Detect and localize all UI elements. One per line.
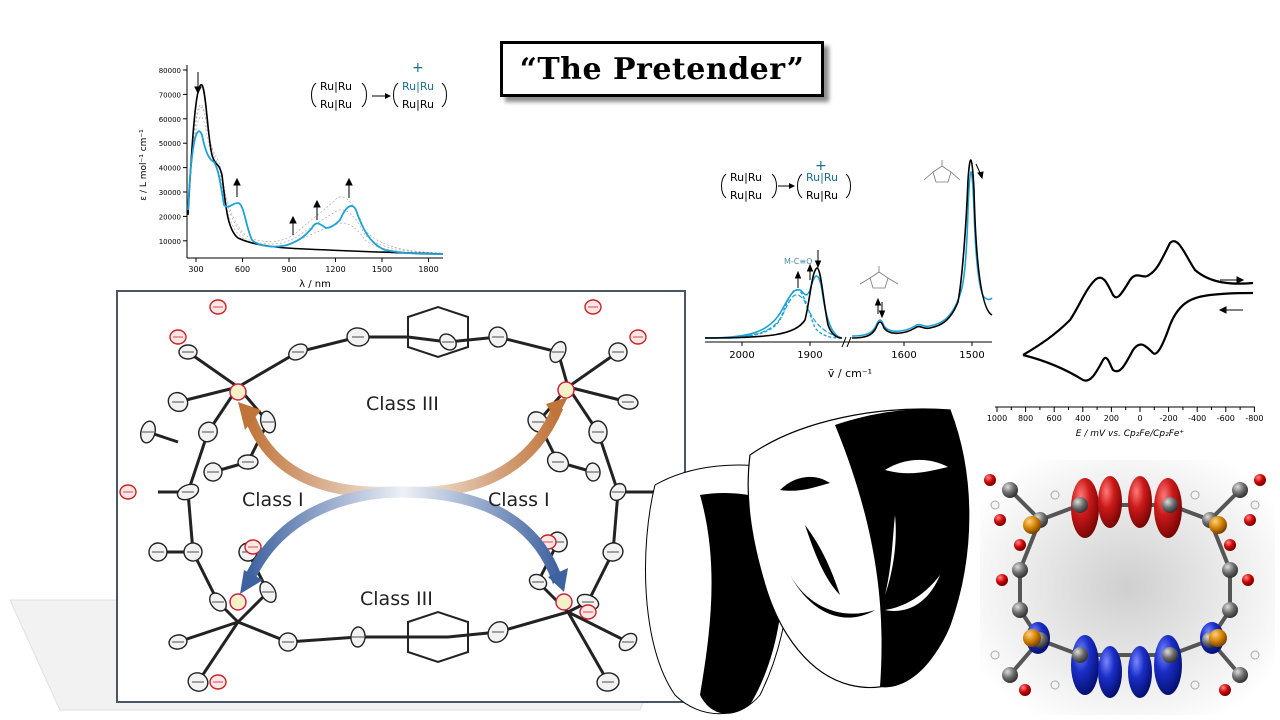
cv-lower-trace (1022, 291, 1254, 382)
uvvis-arrows (194, 72, 353, 235)
class-arrow-top (242, 404, 564, 498)
cv-x-ticks: 1000 800 600 400 200 0 -200 -400 -600 -800 (987, 407, 1263, 423)
class-arrow-top-head-left (238, 402, 261, 430)
ir-x-tick-label: 1600 (891, 350, 916, 361)
ir-left-arrows (794, 250, 822, 288)
cv-scan-arrows (1218, 276, 1245, 314)
cv-x-tick-label: 1000 (987, 414, 1007, 423)
scheme-charge: + (412, 60, 424, 76)
ruthenium-atoms (229, 381, 575, 611)
uvvis-y-tick-label: 30000 (159, 189, 181, 197)
uvvis-y-tick-label: 50000 (159, 140, 181, 148)
uvvis-x-tick-label: 1500 (372, 265, 392, 274)
cv-x-tick-label: -400 (1188, 414, 1206, 423)
ir-molecule-sketches (859, 160, 961, 289)
uvvis-x-tick-label: 300 (188, 265, 203, 274)
class-arrow-bottom (242, 486, 564, 585)
uvvis-x-tick-label: 1200 (325, 265, 345, 274)
class-arrow-top-head-right (546, 397, 568, 420)
crystal-atoms (119, 299, 682, 692)
scheme-oxidized-top: Ru|Ru (402, 80, 434, 93)
uvvis-x-tick-label: 900 (281, 265, 296, 274)
cv-x-tick-label: -600 (1217, 414, 1235, 423)
uvvis-xlabel: λ / nm (299, 279, 331, 290)
scheme-oxidized-bottom: Ru|Ru (402, 98, 434, 111)
class-label-bottom: Class III (360, 588, 433, 610)
orbital-atoms (984, 474, 1266, 696)
cv-x-tick-label: 800 (1018, 414, 1033, 423)
crystal-structure-drawing: Class III Class I Class I Class III (119, 299, 682, 692)
front-mask-dark-features (885, 459, 948, 611)
cv-chart: 1000 800 600 400 200 0 -200 -400 -600 -800 E / mV… (987, 240, 1263, 439)
class-arrow-bottom-head-right (548, 568, 568, 592)
crystal-bonds (147, 335, 673, 683)
ir-xlabel: ṽ / cm⁻¹ (828, 367, 872, 380)
uvvis-y-tick-label: 40000 (159, 165, 181, 173)
scheme-unit-bottom: Ru|Ru (320, 98, 352, 111)
ir-x-tick-label: 1900 (797, 350, 822, 361)
uvvis-y-tick-label: 70000 (159, 91, 181, 99)
uvvis-neutral-curve (187, 84, 444, 255)
scheme-unit-top: Ru|Ru (320, 80, 352, 93)
uvvis-scheme: Ru|Ru Ru|Ru + Ru|Ru Ru|Ru (311, 60, 447, 111)
ir-scheme-oxidized-bottom: Ru|Ru (806, 189, 838, 202)
cv-xlabel: E / mV vs. Cp₂Fe/Cp₂Fe⁺ (1076, 429, 1185, 439)
ir-chart: 2000 1900 1600 1500 ṽ / cm⁻¹ Ru|Ru Ru|Ru + … (704, 158, 993, 380)
uvvis-x-tick-label: 1800 (418, 265, 438, 274)
orbital-structure (980, 460, 1275, 715)
uvvis-y-tick-label: 60000 (159, 116, 181, 124)
class-label-top: Class III (366, 393, 439, 415)
uvvis-chart: 80000 70000 60000 50000 40000 30000 20000 10000… (139, 60, 447, 290)
class-label-left: Class I (242, 489, 304, 511)
uvvis-ylabel: ε / L mol⁻¹ cm⁻¹ (139, 129, 149, 201)
cv-x-tick-label: 200 (1104, 414, 1119, 423)
uvvis-y-tick-label: 20000 (159, 213, 181, 221)
ir-right-curves (851, 159, 993, 339)
uvvis-y-tick-label: 10000 (159, 238, 181, 246)
front-mask-dark-half (835, 408, 969, 688)
class-label-right: Class I (488, 489, 550, 511)
ir-x-tick-label: 2000 (729, 350, 754, 361)
cv-x-tick-label: 400 (1075, 414, 1090, 423)
page-title: “The Pretender” (519, 51, 805, 87)
uvvis-y-ticks: 80000 70000 60000 50000 40000 30000 20000 10000 (159, 67, 187, 246)
class-arrow-bottom-head-left (240, 570, 263, 594)
ir-left-curves (704, 267, 843, 339)
theatre-masks-icon (644, 408, 970, 715)
ir-x-tick-label: 1500 (959, 350, 984, 361)
ir-x-ticks: 2000 1900 1600 1500 (729, 342, 985, 361)
crystal-structure-panel: Class III Class I Class I Class III (116, 290, 686, 703)
uvvis-x-ticks: 300 600 900 1200 1500 1800 (188, 258, 439, 274)
ir-scheme-unit-bottom: Ru|Ru (730, 189, 762, 202)
cv-x-tick-label: -800 (1245, 414, 1263, 423)
uvvis-y-tick-label: 80000 (159, 67, 181, 75)
cv-x-tick-label: 600 (1047, 414, 1062, 423)
uvvis-intermediate-curves (187, 104, 444, 254)
ir-scheme-oxidized-top: Ru|Ru (806, 171, 838, 184)
crystal-aromatic-rings (407, 305, 469, 664)
uvvis-x-tick-label: 600 (235, 265, 250, 274)
ir-scheme-unit-top: Ru|Ru (730, 171, 762, 184)
cv-x-tick-label: -200 (1160, 414, 1178, 423)
ir-scheme-charge: + (815, 158, 827, 174)
front-mask-features (780, 476, 875, 618)
title-box: “The Pretender” (500, 41, 824, 97)
ir-right-arrows (874, 163, 984, 319)
ir-scheme: Ru|Ru Ru|Ru + Ru|Ru Ru|Ru (721, 158, 851, 202)
cv-upper-trace (1022, 240, 1254, 356)
cv-x-tick-label: 0 (1137, 414, 1142, 423)
ir-axis-break (841, 336, 852, 348)
ir-peak-label: M-C≡O (784, 257, 812, 266)
uvvis-oxidized-curve (187, 130, 444, 255)
